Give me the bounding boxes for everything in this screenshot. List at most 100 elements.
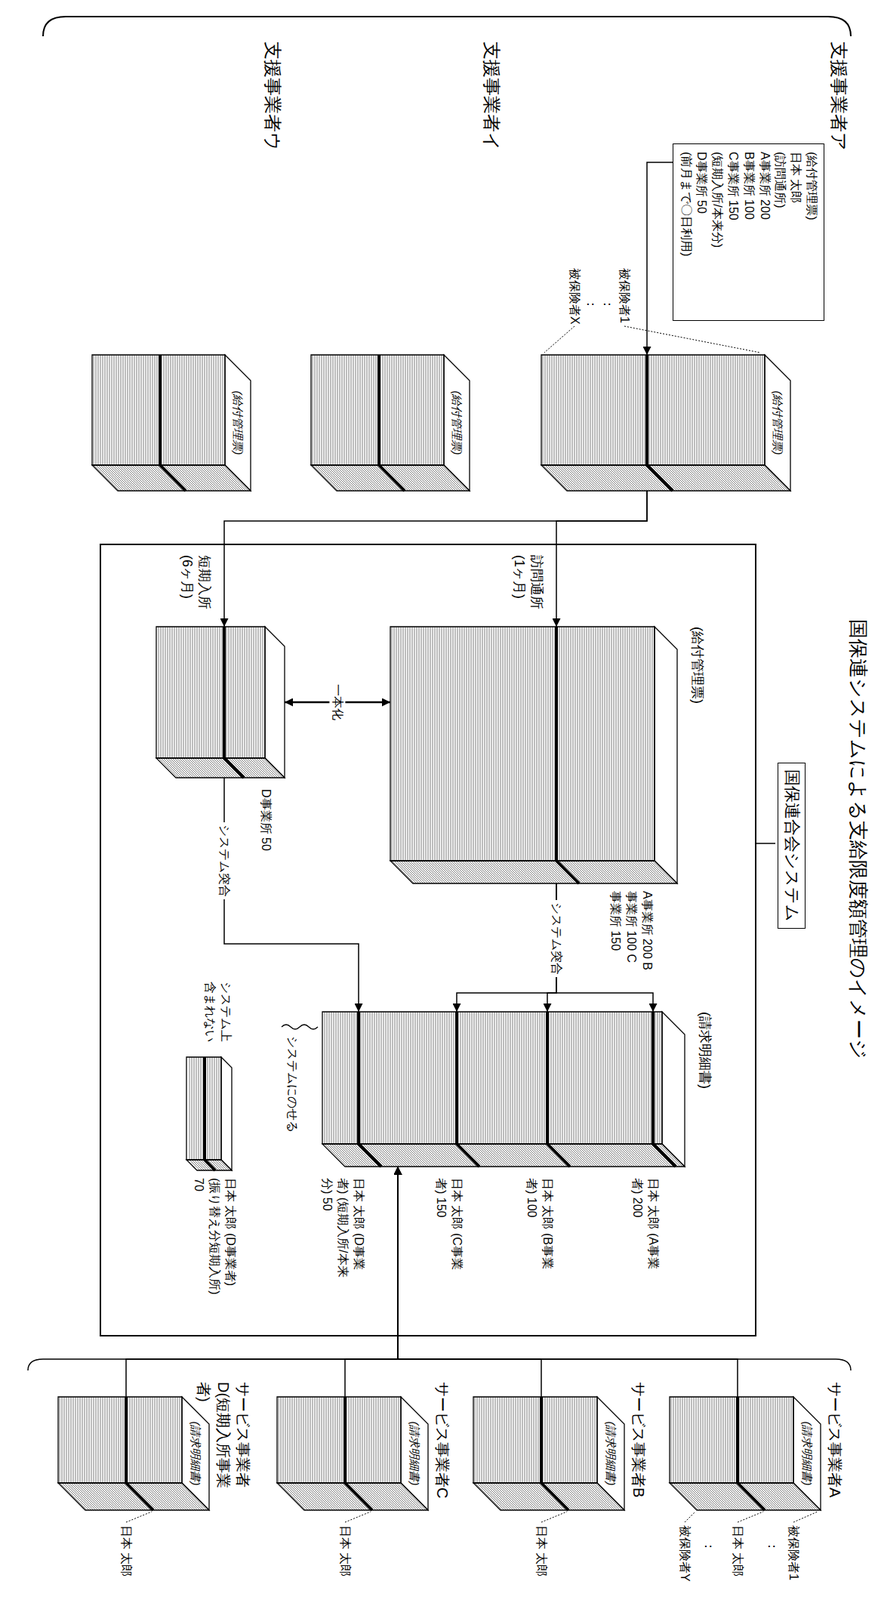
paper-stack (473, 1396, 625, 1510)
document-stack: (給付管理票)訪問通所 (1ヶ月)A事業所 200 B事業所 100 C事業所 … (390, 626, 678, 884)
paper-stack (669, 1396, 821, 1510)
leader-line (793, 1511, 818, 1522)
annotation-label: システムにのせる (283, 1035, 300, 1133)
annotation-label: 被保険者X (566, 267, 583, 325)
stack-outline (793, 1396, 821, 1510)
stack-outline (311, 465, 470, 491)
annotation-label: システム上含まれない (201, 981, 234, 1051)
box-text: (給付管理票) (803, 151, 820, 313)
edge-label: 一本化 (329, 681, 346, 723)
node-heading: 日本 太郎 (B事業者) 100 (523, 1177, 555, 1279)
box-text: D事業所 50 (693, 151, 710, 313)
annotation-label: 日本 太郎 (117, 1524, 134, 1577)
sheet-lines (59, 1396, 207, 1510)
text-slot: (請求明細書) (400, 1410, 429, 1497)
connector (646, 162, 673, 355)
sheet-lines (542, 354, 789, 491)
leader-line (737, 1511, 764, 1522)
label-slot: 日本 太郎 (532, 1524, 549, 1577)
text-slot: (請求明細書) (181, 1410, 210, 1497)
paper-stack (156, 626, 285, 778)
node-text: 訪問通所 (1ヶ月) (509, 554, 546, 622)
annotation-label: ： (763, 1540, 780, 1553)
text-slot: 日本 太郎 (C事業者) 150 (432, 1177, 465, 1279)
leader-line (684, 1511, 696, 1522)
highlight-sheet (378, 354, 405, 491)
stack-outline (264, 626, 285, 778)
label-slot: 被保険者X (566, 267, 583, 325)
label-slot: 被保険者1 (616, 267, 632, 324)
info-box: (給付管理票)日本 太郎(訪問通所)A事業所 200B事業所 100C事業所 1… (672, 143, 825, 321)
text-slot: (請求明細書) (597, 1410, 625, 1497)
paper-stack (277, 1396, 429, 1510)
stack-outline (473, 1396, 598, 1483)
annotation-label: 被保険者Y (676, 1524, 693, 1582)
edge-label-slot: 一本化 (329, 681, 346, 723)
text-slot: (給付管理票) (688, 626, 706, 704)
node-heading: サービス事業者B (628, 1381, 649, 1507)
stack-outline (224, 354, 251, 491)
stack-outline (654, 626, 678, 884)
text-slot: A事業所 200 B事業所 100 C事業所 150 (607, 890, 655, 974)
leader-line (541, 1511, 567, 1522)
text-slot: 訪問通所 (1ヶ月) (509, 554, 546, 622)
annotation-label: 日本 太郎 (532, 1524, 549, 1577)
sheet-lines (158, 626, 283, 778)
text-slot: 日本 太郎 (D事業者) (短期入所/本来分) 50 (319, 1177, 367, 1279)
document-stack: 支援事業者ウ(給付管理票) (92, 354, 251, 491)
stack-outline (92, 465, 251, 491)
stack-outline (541, 465, 791, 491)
connector (224, 777, 359, 1012)
node-text: A事業所 200 B事業所 100 C事業所 150 (607, 890, 655, 974)
face-label: (請求明細書) (799, 1421, 815, 1486)
stack-face (541, 354, 765, 466)
annotation-label: ： (599, 298, 616, 311)
text-slot: (給付管理票) (224, 367, 251, 478)
annotation-label: 日本 太郎 (729, 1524, 746, 1577)
highlight-sheet (204, 1056, 216, 1171)
stack-face (264, 626, 285, 778)
edge-label: システム突合 (548, 899, 565, 977)
leader-line (126, 1511, 152, 1522)
leader-line (544, 326, 575, 353)
stack-outline (186, 1056, 222, 1160)
sheet-lines (391, 626, 675, 884)
stack-face (662, 1011, 685, 1167)
text-slot: サービス事業者A (825, 1381, 845, 1507)
heading-tie (756, 842, 776, 845)
stack-outline (597, 1396, 625, 1510)
highlight-sheet (358, 1011, 676, 1167)
stack-outline (322, 1011, 663, 1144)
edge-label-slot: システム突合 (216, 822, 233, 900)
connector (397, 1166, 738, 1397)
label-slot: システムにのせる (283, 1035, 300, 1133)
stack-face (390, 626, 655, 861)
box-text: (短期入所/本来分) (708, 151, 725, 313)
node-heading: サービス事業者A (825, 1381, 845, 1507)
document-stack: サービス事業者B(請求明細書) (473, 1396, 625, 1510)
face-label: (給付管理票) (770, 391, 786, 456)
stack-outline (181, 1396, 210, 1510)
stack-face (669, 1396, 794, 1483)
squiggle-mark (281, 1024, 318, 1029)
box-text: C事業所 150 (724, 151, 741, 313)
document-stack: 短期入所 (6ヶ月)D事業所 50 (156, 626, 285, 778)
connector (224, 490, 647, 627)
label-slot: システム上含まれない (201, 981, 234, 1051)
group-bracket (43, 16, 851, 37)
node-heading: 日本 太郎 (A事業者) 200 (628, 1177, 661, 1279)
stack-face (221, 1056, 232, 1171)
document-stack: 支援事業者イ(給付管理票) (311, 354, 470, 491)
face-label: (請求明細書) (187, 1421, 204, 1486)
node-heading: 日本 太郎 (D事業者) (振り替え分短期入所) 70 (190, 1177, 238, 1299)
sheet-lines (189, 1056, 230, 1171)
stack-outline (156, 626, 265, 758)
sheet-lines (474, 1396, 623, 1510)
label-slot: 日本 太郎 (729, 1524, 746, 1577)
stack-outline (58, 1482, 210, 1510)
node-heading: (給付管理票) (688, 626, 706, 704)
box-text: (前月まで〇日利用) (677, 151, 694, 313)
paper-stack (541, 354, 791, 491)
node-heading: 支援事業者ア (827, 41, 851, 151)
leader-line (624, 326, 761, 353)
